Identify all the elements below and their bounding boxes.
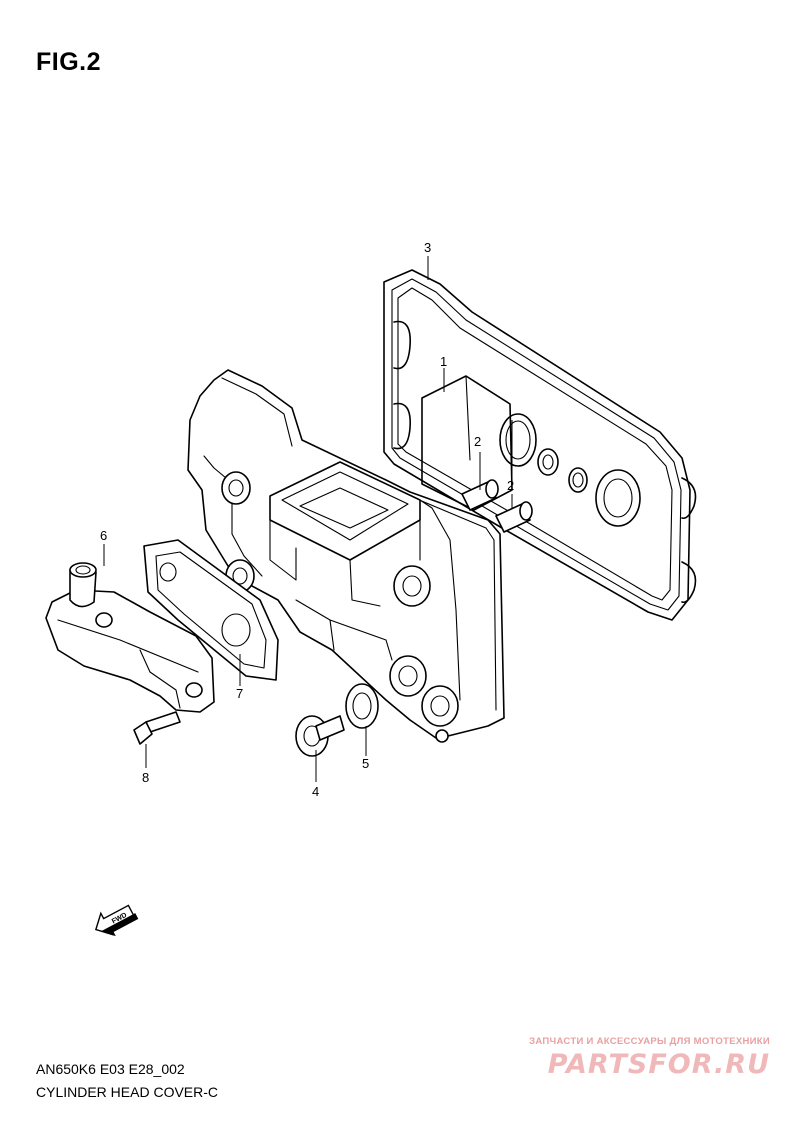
cylinder-head-cover (187, 369, 505, 743)
part-8-bolt (133, 711, 181, 745)
watermark-brand: PARTSFOR.RU (547, 1049, 770, 1080)
callout-7: 7 (236, 686, 243, 701)
part-2-dowel-pins (461, 479, 533, 533)
callout-6: 6 (100, 528, 107, 543)
callout-5: 5 (362, 756, 369, 771)
callout-8: 8 (142, 770, 149, 785)
plug-seals (499, 413, 641, 527)
callout-1: 1 (440, 354, 447, 369)
fwd-arrow-icon: FWD (94, 904, 139, 937)
leader-lines (103, 256, 513, 782)
diagram-name: CYLINDER HEAD COVER-C (36, 1084, 219, 1100)
watermark-tagline: ЗАПЧАСТИ И АКСЕССУАРЫ ДЛЯ МОТОТЕХНИКИ (529, 1036, 770, 1047)
part-1-breather-plate (421, 375, 513, 511)
part-7-gasket (143, 539, 279, 681)
site-watermark: ЗАПЧАСТИ И АКСЕССУАРЫ ДЛЯ МОТОТЕХНИКИ PA… (529, 1036, 770, 1080)
callout-3: 3 (424, 240, 431, 255)
callout-4: 4 (312, 784, 319, 799)
callout-2-second: 2 (507, 478, 514, 493)
part-4-cover-bolt (295, 715, 345, 757)
part-3-cover-gasket (383, 269, 697, 621)
part-6-breather-cover (45, 562, 215, 713)
diagram-code: AN650K6 E03 E28_002 (36, 1061, 185, 1077)
callout-2: 2 (474, 434, 481, 449)
figure-title: FIG.2 (36, 48, 102, 76)
part-5-washer (345, 683, 379, 729)
diagram-footer: AN650K6 E03 E28_002 CYLINDER HEAD COVER-… (36, 1058, 218, 1104)
